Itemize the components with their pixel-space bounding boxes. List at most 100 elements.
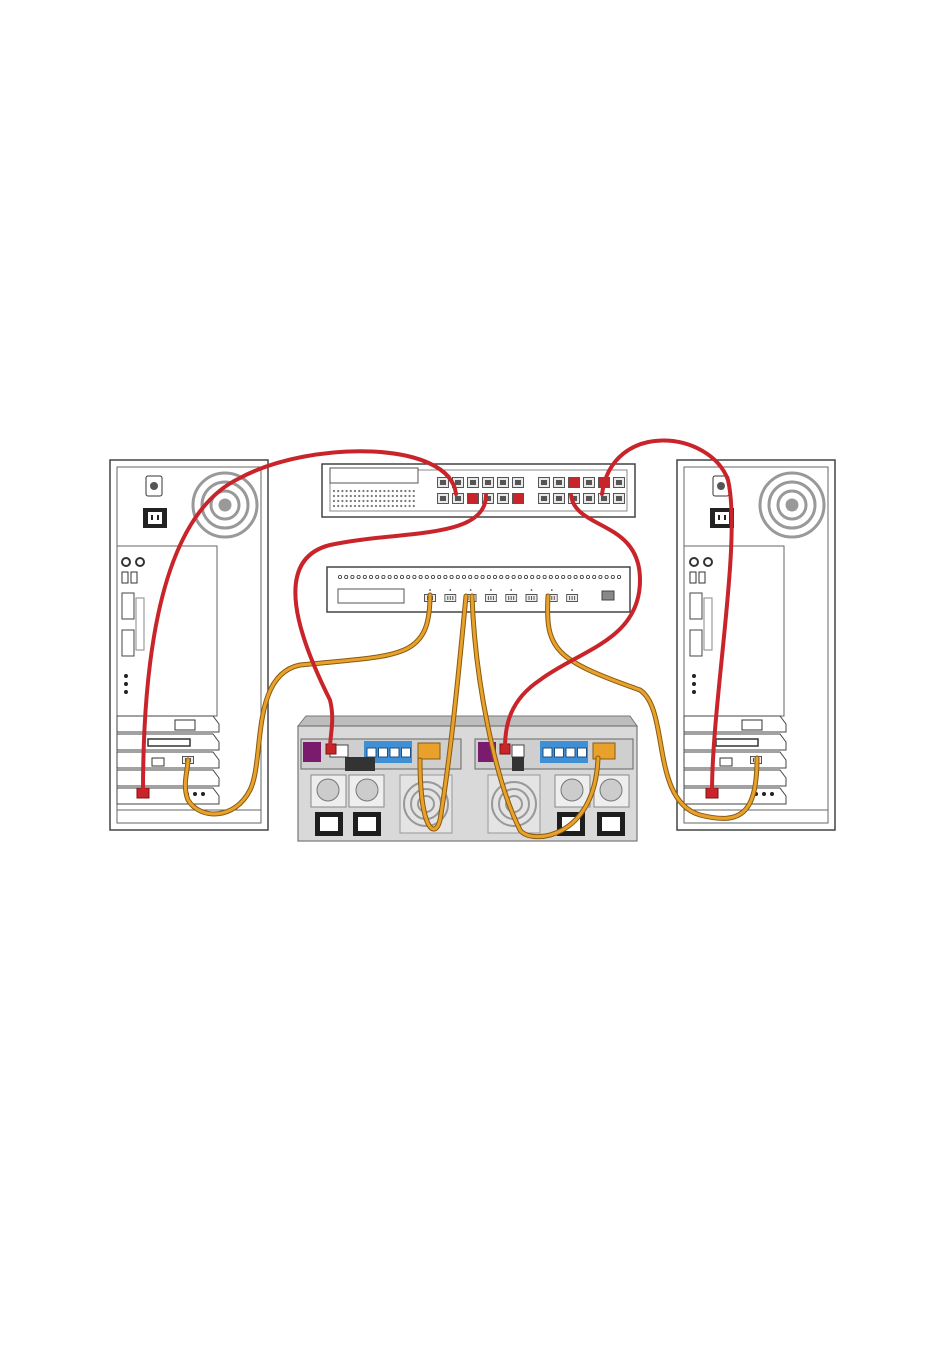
vent-hole (358, 490, 360, 492)
sfp-port (506, 595, 517, 602)
sfp-port (485, 595, 496, 602)
led-dot (617, 575, 620, 578)
led-dot (462, 575, 465, 578)
vent-hole (350, 500, 352, 502)
switch-label-plate (330, 468, 418, 483)
led-dot (394, 575, 397, 578)
led-dot (400, 575, 403, 578)
psu-fan-icon (356, 779, 378, 801)
led-dot (549, 575, 552, 578)
audio-jack-icon (122, 558, 130, 566)
vent-hole (346, 505, 348, 507)
vent-hole (341, 490, 343, 492)
switch-port (468, 478, 479, 488)
scsi-port-icon (716, 739, 758, 746)
vent-hole (375, 505, 377, 507)
led-dot (568, 575, 571, 578)
vent-hole (362, 490, 364, 492)
psu-fan-icon (600, 779, 622, 801)
fan-grille-icon (760, 473, 824, 537)
vent-hole (388, 500, 390, 502)
vent-hole (346, 495, 348, 497)
led-dot (438, 575, 441, 578)
vent-hole (367, 505, 369, 507)
led-dot (407, 575, 410, 578)
vent-hole (367, 490, 369, 492)
led-dot (369, 575, 372, 578)
eth-cable-controller-b (505, 495, 640, 748)
power-switch-icon (146, 476, 162, 496)
led-dot (611, 575, 614, 578)
vent-hole (379, 495, 381, 497)
vent-hole (371, 490, 373, 492)
scsi-port-icon (148, 739, 190, 746)
host-port (367, 748, 376, 757)
led-dot (456, 575, 459, 578)
audio-jack-icon (136, 558, 144, 566)
led-dot (419, 575, 422, 578)
audio-jack-icon (690, 558, 698, 566)
vent-hole (392, 505, 394, 507)
led-dot (500, 575, 503, 578)
sfp-led (551, 589, 553, 591)
host-port (566, 748, 575, 757)
led-dot (531, 575, 534, 578)
controller-b-host-ports (540, 741, 588, 763)
vent-hole (413, 500, 415, 502)
vent-hole (404, 500, 406, 502)
led-dot (555, 575, 558, 578)
led-dot (351, 575, 354, 578)
switch-port (584, 494, 595, 504)
switch-port (438, 478, 449, 488)
vent-hole (346, 490, 348, 492)
sfp-led (470, 589, 472, 591)
vent-hole (337, 505, 339, 507)
vent-hole (400, 495, 402, 497)
led-dot (363, 575, 366, 578)
vent-hole (396, 500, 398, 502)
sfp-port (567, 595, 578, 602)
led-dot (425, 575, 428, 578)
led-dot (537, 575, 540, 578)
controller-a-label (303, 742, 321, 762)
vent-hole (404, 505, 406, 507)
vent-hole (396, 505, 398, 507)
vent-hole (337, 495, 339, 497)
vent-hole (362, 500, 364, 502)
vent-hole (354, 500, 356, 502)
vent-hole (371, 495, 373, 497)
storage-array (298, 716, 637, 841)
host-port (578, 748, 587, 757)
eth-cable-controller-a (295, 495, 486, 748)
led-dot (431, 575, 434, 578)
led-dot (413, 575, 416, 578)
led-dot (487, 575, 490, 578)
led-dot (580, 575, 583, 578)
led-dot (512, 575, 515, 578)
ethernet-switch (322, 464, 635, 517)
led-dot (388, 575, 391, 578)
switch-port (584, 478, 595, 488)
fc-switch-label-plate (338, 589, 404, 603)
vent-hole (379, 490, 381, 492)
switch-port (614, 494, 625, 504)
server-left (110, 460, 268, 830)
vent-hole (371, 505, 373, 507)
vent-hole (333, 495, 335, 497)
controller-a-fc-port (418, 743, 440, 759)
vent-hole (404, 490, 406, 492)
switch-port (453, 494, 464, 504)
vent-hole (350, 505, 352, 507)
vent-hole (396, 490, 398, 492)
host-port (543, 748, 552, 757)
switch-port (554, 494, 565, 504)
vent-hole (362, 505, 364, 507)
vent-hole (404, 495, 406, 497)
vent-hole (383, 500, 385, 502)
sfp-led (510, 589, 512, 591)
vent-hole (354, 505, 356, 507)
vent-hole (333, 505, 335, 507)
vent-hole (350, 490, 352, 492)
led-dot (586, 575, 589, 578)
